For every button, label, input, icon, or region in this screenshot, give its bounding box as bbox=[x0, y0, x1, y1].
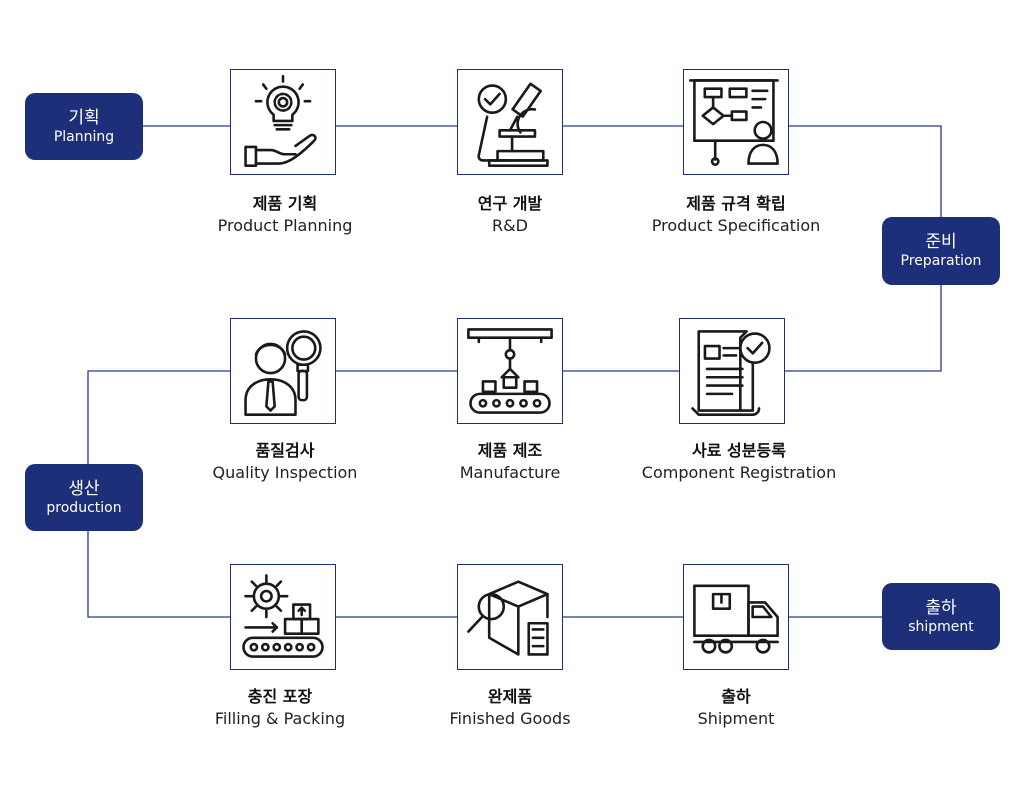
step-product-planning-en: Product Planning bbox=[217, 216, 353, 235]
robot-arm-conveyor-icon bbox=[467, 328, 553, 414]
stage-planning-ko: 기획 bbox=[68, 107, 100, 128]
stage-shipment: 출하 shipment bbox=[882, 583, 1000, 650]
stage-planning-en: Planning bbox=[53, 128, 115, 145]
step-filling-en: Filling & Packing bbox=[214, 709, 346, 728]
stage-shipment-en: shipment bbox=[908, 618, 974, 635]
step-manufacture-ko: 제품 제조 bbox=[477, 441, 543, 460]
delivery-truck-icon bbox=[693, 584, 779, 654]
step-finished-en: Finished Goods bbox=[449, 709, 571, 728]
caption-component-reg: 사료 성분등록 Component Registration bbox=[619, 440, 859, 484]
caption-rnd: 연구 개발 R&D bbox=[390, 193, 630, 237]
stage-production: 생산 production bbox=[25, 464, 143, 531]
step-quality-en: Quality Inspection bbox=[212, 463, 358, 482]
stage-shipment-ko: 출하 bbox=[925, 597, 957, 618]
step-shipment bbox=[683, 564, 789, 670]
step-rnd bbox=[457, 69, 563, 175]
step-rnd-en: R&D bbox=[492, 216, 528, 235]
caption-filling: 충진 포장 Filling & Packing bbox=[160, 686, 400, 730]
step-quality bbox=[230, 318, 336, 424]
step-finished-ko: 완제품 bbox=[487, 687, 533, 706]
stage-production-en: production bbox=[46, 499, 122, 516]
step-shipment-en: Shipment bbox=[697, 709, 775, 728]
stage-preparation: 준비 Preparation bbox=[882, 217, 1000, 285]
step-quality-ko: 품질검사 bbox=[255, 441, 315, 460]
caption-shipment: 출하 Shipment bbox=[616, 686, 856, 730]
document-check-icon bbox=[691, 330, 771, 416]
step-component-reg-ko: 사료 성분등록 bbox=[692, 441, 786, 460]
lightbulb-hand-icon bbox=[244, 74, 317, 167]
caption-quality: 품질검사 Quality Inspection bbox=[165, 440, 405, 484]
caption-product-planning: 제품 기획 Product Planning bbox=[165, 193, 405, 237]
step-filling bbox=[230, 564, 336, 670]
step-finished bbox=[457, 564, 563, 670]
gear-conveyor-packing-icon bbox=[242, 574, 324, 658]
step-filling-ko: 충진 포장 bbox=[247, 687, 313, 706]
step-component-reg-en: Component Registration bbox=[641, 463, 837, 482]
step-product-spec-ko: 제품 규격 확립 bbox=[686, 194, 786, 213]
stage-preparation-en: Preparation bbox=[900, 253, 982, 269]
caption-product-spec: 제품 규격 확립 Product Specification bbox=[616, 193, 856, 237]
presentation-board-icon bbox=[688, 79, 779, 166]
box-magnifier-icon bbox=[467, 580, 549, 656]
step-product-planning-ko: 제품 기획 bbox=[252, 194, 318, 213]
inspector-magnifier-icon bbox=[244, 330, 322, 416]
step-product-spec bbox=[683, 69, 789, 175]
stage-planning: 기획 Planning bbox=[25, 93, 143, 160]
stage-preparation-ko: 준비 bbox=[925, 232, 957, 252]
step-component-reg bbox=[679, 318, 785, 424]
stage-production-ko: 생산 bbox=[68, 478, 100, 499]
step-product-spec-en: Product Specification bbox=[651, 216, 821, 235]
step-rnd-ko: 연구 개발 bbox=[477, 194, 543, 213]
step-manufacture bbox=[457, 318, 563, 424]
microscope-icon bbox=[477, 82, 549, 167]
step-shipment-ko: 출하 bbox=[721, 687, 751, 706]
step-manufacture-en: Manufacture bbox=[459, 463, 561, 482]
caption-manufacture: 제품 제조 Manufacture bbox=[390, 440, 630, 484]
caption-finished: 완제품 Finished Goods bbox=[390, 686, 630, 730]
step-product-planning bbox=[230, 69, 336, 175]
